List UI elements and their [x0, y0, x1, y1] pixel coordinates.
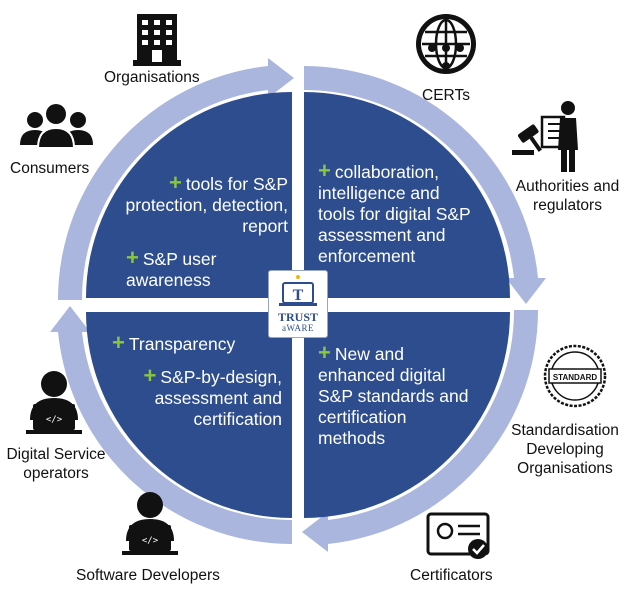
certificate-icon: [426, 512, 490, 559]
benefit-item: +S&P user awareness: [126, 245, 217, 291]
code-glyph-icon: </>: [46, 415, 63, 425]
logo-line1: TRUST: [277, 310, 318, 324]
label-certs: CERTs: [422, 87, 470, 104]
operator-laptop-icon: [26, 371, 82, 434]
label-organisations: Organisations: [104, 69, 200, 86]
svg-text:T: T: [293, 287, 304, 304]
authority-gavel-icon: [512, 101, 578, 172]
quadrant-top-left: [86, 92, 292, 298]
trustaware-logo: T TRUST aWARE: [268, 270, 328, 338]
arrow-bottom-left: [50, 306, 292, 545]
arrow-bottom-right: [302, 310, 539, 552]
arrow-top-left: [57, 58, 295, 300]
benefit-item: +S&P-by-design, assessment and certifica…: [143, 363, 282, 430]
plus-icon: +: [169, 170, 182, 195]
plus-icon: +: [318, 340, 331, 365]
developer-laptop-icon: [122, 492, 178, 555]
cycle-arrows: [50, 58, 546, 552]
plus-icon: +: [143, 363, 157, 388]
label-authorities: Authorities and regulators: [515, 178, 620, 214]
quadrant-bottom-right: [304, 312, 510, 518]
plus-icon: +: [126, 245, 139, 270]
logo-line2: aWARE: [282, 323, 314, 333]
label-software-developers: Software Developers: [76, 567, 220, 584]
building-icon: [133, 14, 181, 66]
quadrant-top-right: [304, 92, 510, 298]
benefit-item: +tools for S&P protection, detection, re…: [125, 170, 288, 237]
label-certificators: Certificators: [410, 567, 493, 584]
label-consumers: Consumers: [10, 160, 90, 177]
benefit-item: +New and enhanced digital S&P standards …: [318, 340, 469, 449]
stamp-text: STANDARD: [553, 373, 598, 382]
network-globe-icon: [416, 14, 476, 74]
plus-icon: +: [318, 158, 331, 183]
quadrant-text-bottom-right: +New and enhanced digital S&P standards …: [318, 342, 478, 459]
quadrant-text-bottom-left: +Transparency +S&P-by-design, assessment…: [112, 332, 282, 440]
label-digital-service: Digital Service operators: [6, 446, 106, 482]
quadrants: [86, 92, 510, 518]
benefit-item: +Transparency: [112, 330, 236, 355]
standard-stamp-icon: [543, 344, 607, 408]
laptop-logo-icon: T: [279, 275, 317, 306]
label-standardisation: Standardisation Developing Organisations: [511, 422, 619, 477]
people-group-icon: [20, 104, 93, 149]
quadrant-bottom-left: [86, 312, 292, 518]
benefit-item: +collaboration, intelligence and tools f…: [318, 158, 471, 267]
code-glyph-icon: </>: [142, 536, 159, 546]
plus-icon: +: [112, 330, 125, 355]
arrow-top-right: [304, 65, 546, 304]
quadrant-text-top-left: +tools for S&P protection, detection, re…: [118, 172, 288, 301]
quadrant-text-top-right: +collaboration, intelligence and tools f…: [318, 160, 478, 277]
